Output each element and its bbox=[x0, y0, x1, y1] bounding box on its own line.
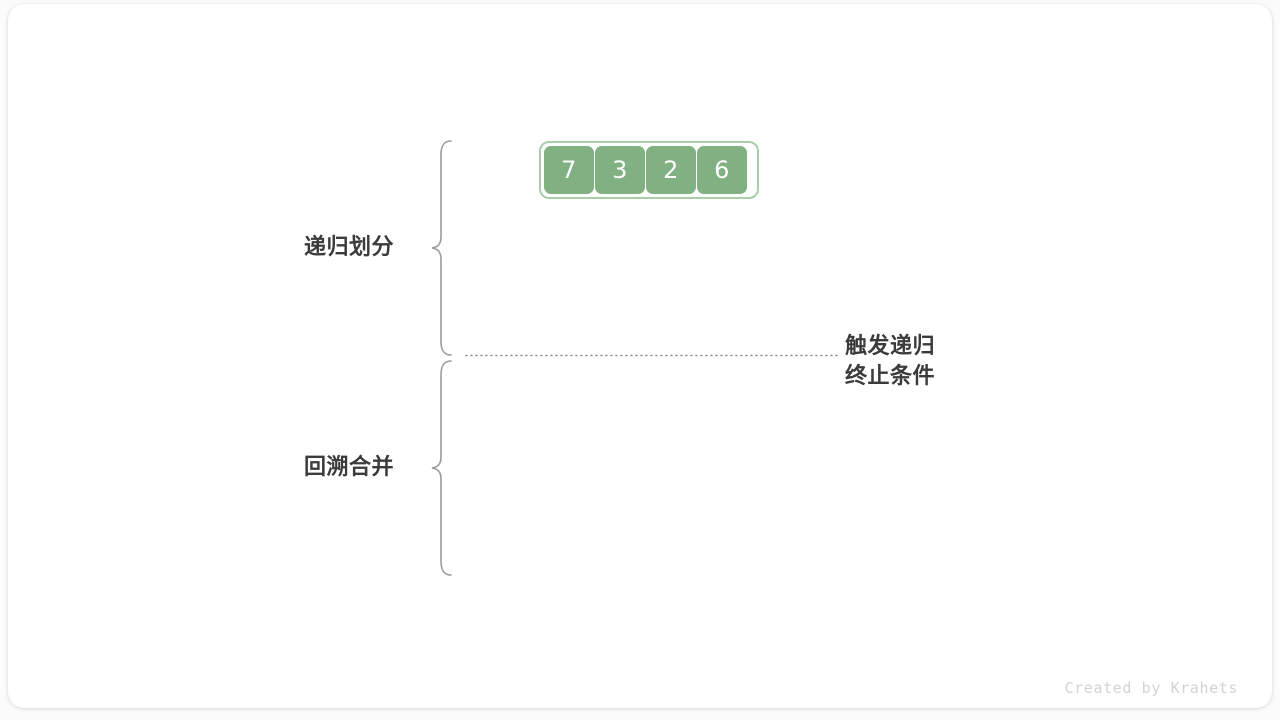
recursive-divide-label: 递归划分 bbox=[304, 234, 395, 259]
array-cell: 6 bbox=[697, 146, 747, 194]
watermark-credit: Created by Krahets bbox=[1064, 679, 1238, 697]
brace-merge-icon bbox=[431, 360, 452, 576]
array-cell: 2 bbox=[646, 146, 696, 194]
backtrack-merge-label: 回溯合并 bbox=[304, 454, 395, 479]
termination-annotation-line1: 触发递归 bbox=[845, 333, 936, 358]
array-cell: 3 bbox=[595, 146, 645, 194]
termination-annotation: 触发递归 终止条件 bbox=[845, 331, 935, 391]
array-container: 7 3 2 6 bbox=[539, 141, 759, 199]
array-cell: 7 bbox=[544, 146, 594, 194]
termination-annotation-line2: 终止条件 bbox=[845, 363, 936, 388]
brace-divide-icon bbox=[431, 140, 452, 356]
